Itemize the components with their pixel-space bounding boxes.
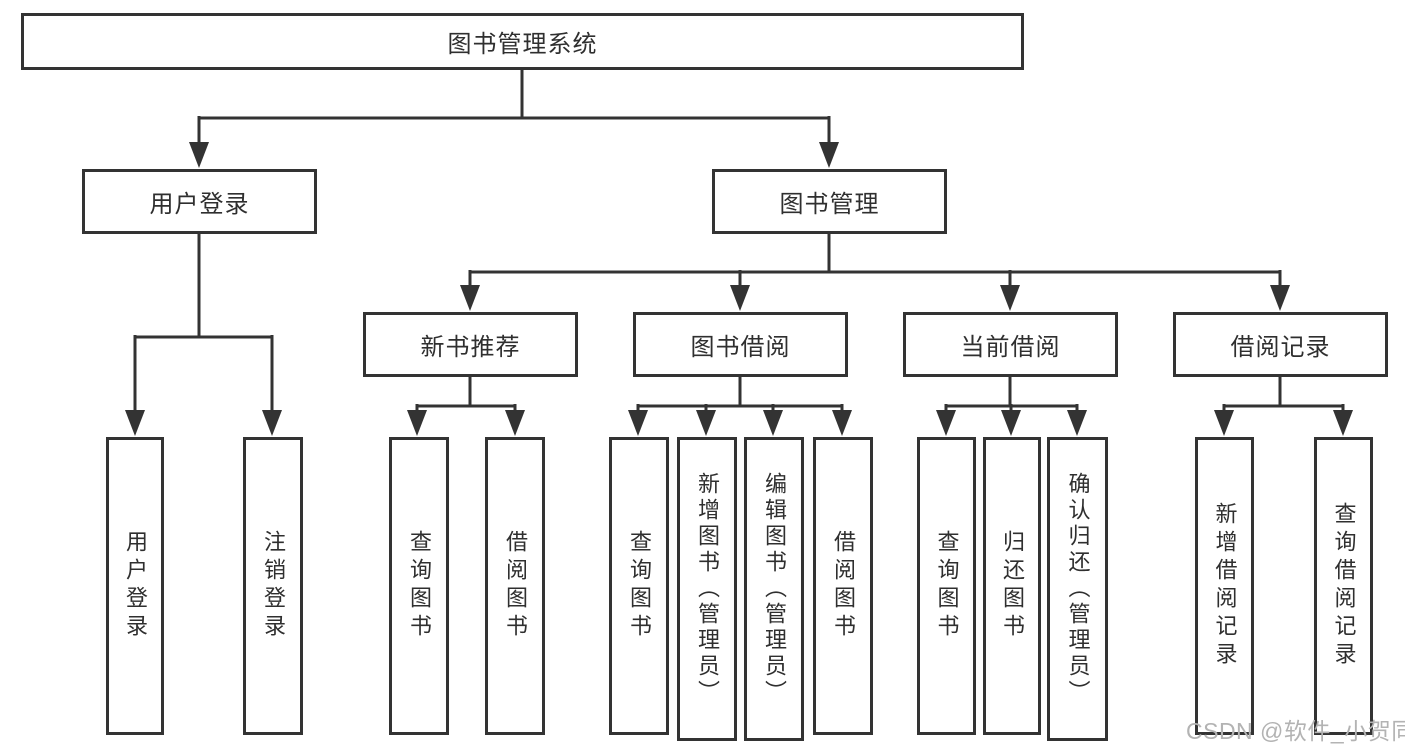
node-label: 图书管理	[779, 191, 880, 218]
leaf-label: 查询借阅记录	[1331, 502, 1357, 670]
node-book-borrowing: 图书借阅	[633, 312, 848, 377]
leaf-label: 编辑图书（管理员）	[762, 472, 787, 706]
node-current-borrowing: 当前借阅	[903, 312, 1118, 377]
leaf-return-books: 归还图书	[983, 437, 1041, 735]
leaf-borrow-books-borrowing: 借阅图书	[813, 437, 873, 735]
node-user-login: 用户登录	[82, 169, 317, 234]
leaf-label: 新增图书（管理员）	[695, 472, 720, 706]
leaf-query-borrow-record: 查询借阅记录	[1314, 437, 1373, 735]
leaf-label: 借阅图书	[831, 530, 856, 642]
leaf-user-login: 用户登录	[106, 437, 164, 735]
leaf-label: 查询图书	[934, 530, 960, 642]
watermark-text: CSDN @软件_小贺同学	[1186, 718, 1405, 744]
leaf-label: 借阅图书	[503, 530, 528, 642]
node-label: 图书借阅	[690, 334, 791, 361]
leaf-label: 用户登录	[123, 530, 148, 642]
leaf-confirm-return-admin: 确认归还（管理员）	[1047, 437, 1108, 741]
arrowheads	[125, 142, 1353, 436]
leaf-label: 注销登录	[261, 530, 286, 642]
leaf-label: 新增借阅记录	[1212, 502, 1238, 670]
node-borrowing-records: 借阅记录	[1173, 312, 1388, 377]
leaf-label: 确认归还（管理员）	[1065, 472, 1091, 706]
node-label: 当前借阅	[960, 334, 1061, 361]
leaf-label: 查询图书	[407, 530, 432, 642]
leaf-add-borrow-record: 新增借阅记录	[1195, 437, 1254, 735]
leaf-label: 查询图书	[627, 530, 652, 642]
node-label: 图书管理系统	[447, 31, 598, 58]
node-book-management: 图书管理	[712, 169, 947, 234]
leaf-query-books-current: 查询图书	[917, 437, 976, 735]
leaf-add-books-admin: 新增图书（管理员）	[677, 437, 737, 741]
leaf-borrow-books-recommend: 借阅图书	[485, 437, 545, 735]
leaf-query-books-borrowing: 查询图书	[609, 437, 669, 735]
node-label: 新书推荐	[420, 334, 521, 361]
node-library-management-system: 图书管理系统	[21, 13, 1024, 70]
node-label: 用户登录	[149, 191, 250, 218]
leaf-label: 归还图书	[1000, 530, 1025, 642]
leaf-edit-books-admin: 编辑图书（管理员）	[744, 437, 804, 741]
node-label: 借阅记录	[1230, 334, 1331, 361]
leaf-logout: 注销登录	[243, 437, 303, 735]
node-new-book-recommendation: 新书推荐	[363, 312, 578, 377]
leaf-query-books-recommend: 查询图书	[389, 437, 449, 735]
